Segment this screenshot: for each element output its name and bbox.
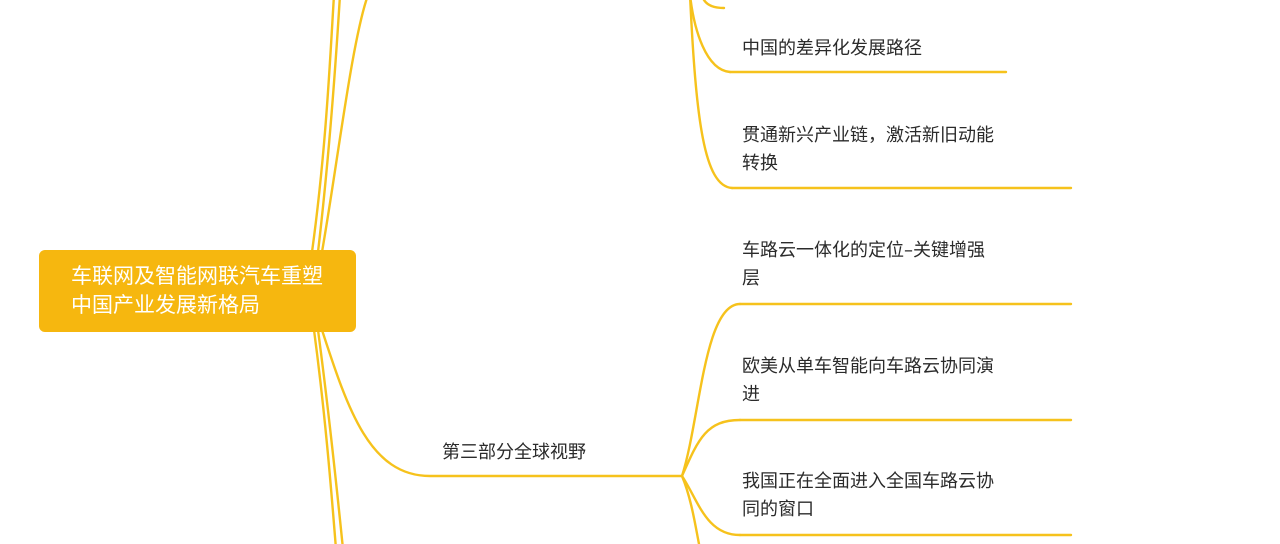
- upper-trunk: [689, 0, 732, 74]
- branch-down-1: [312, 328, 337, 544]
- leaf-node-label: 欧美从单车智能向车路云协同演进: [742, 356, 994, 405]
- root-node[interactable]: 车联网及智能网联汽车重塑中国产业发展新格局: [39, 250, 356, 332]
- leaf-node-label: 车路云一体化的定位–关键增强层: [742, 240, 985, 289]
- root-node-label: 车联网及智能网联汽车重塑中国产业发展新格局: [71, 264, 323, 317]
- leaf-node-section3-3[interactable]: 我国正在全面进入全国车路云协同的窗口: [742, 468, 994, 524]
- s3-leaf-3-curve: [680, 474, 742, 537]
- branch-down-2: [316, 328, 344, 544]
- root-branches-up: [310, 0, 368, 254]
- leaf-node-label: 贯通新兴产业链，激活新旧动能转换: [742, 125, 994, 174]
- upper-trunk-3: [702, 0, 726, 10]
- leaf-node-label: 我国正在全面进入全国车路云协同的窗口: [742, 471, 994, 520]
- section3-leaf-branches: [680, 302, 1073, 544]
- section3-node-label: 第三部分全球视野: [442, 442, 586, 463]
- branch-up-3: [320, 0, 368, 254]
- leaf-node-section3-1[interactable]: 车路云一体化的定位–关键增强层: [742, 237, 990, 293]
- branch-up-1: [310, 0, 335, 254]
- leaf-node-label: 中国的差异化发展路径: [742, 38, 922, 59]
- branch-up-2: [316, 0, 341, 254]
- s3-leaf-4-curve: [680, 474, 701, 544]
- s3-leaf-2-curve: [680, 418, 742, 478]
- upper-trunk-2: [689, 0, 734, 190]
- leaf-node-upper-2[interactable]: 贯通新兴产业链，激活新旧动能转换: [742, 122, 994, 178]
- section3-node[interactable]: 第三部分全球视野: [442, 440, 642, 466]
- upper-leaf-branches: [689, 0, 1073, 190]
- s3-leaf-1-curve: [680, 302, 742, 478]
- branch-to-section3: [320, 328, 684, 478]
- leaf-node-section3-2[interactable]: 欧美从单车智能向车路云协同演进: [742, 353, 994, 409]
- leaf-node-upper-1[interactable]: 中国的差异化发展路径: [742, 35, 1002, 63]
- root-branches-down: [312, 328, 684, 544]
